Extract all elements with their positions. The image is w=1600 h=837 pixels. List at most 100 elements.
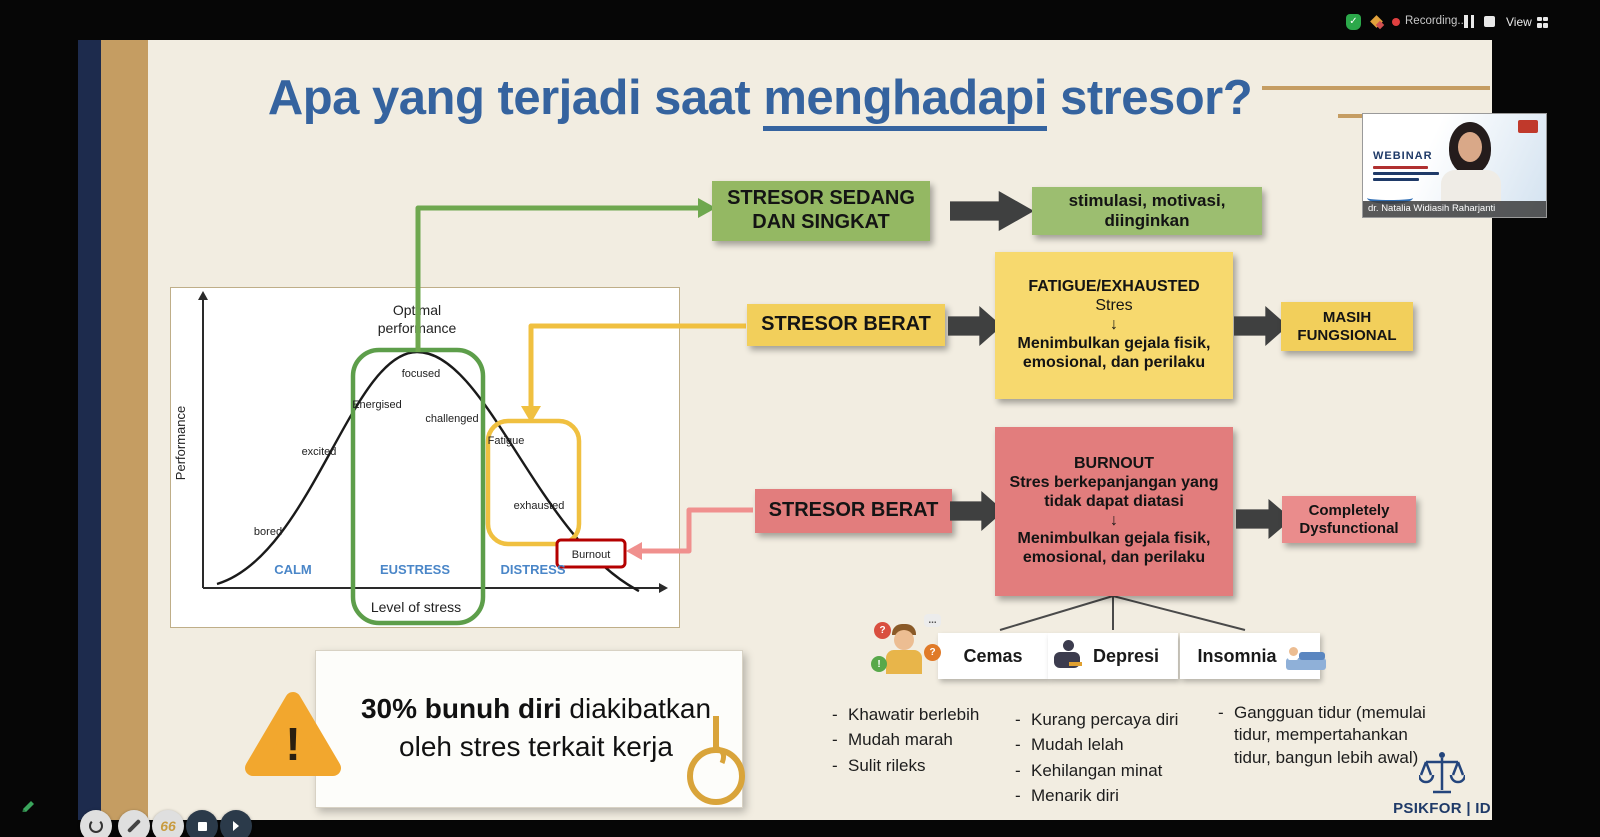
person-body [886,650,922,674]
list-item: -Sulit rileks [832,755,1000,777]
fatigue-title: FATIGUE/EXHAUSTED [1028,278,1200,296]
stresor-berat-red-box: STRESOR BERAT [755,489,952,533]
y-axis-arrowhead [198,291,208,300]
cemas-label: Cemas [963,645,1023,666]
burnout-highlight-rect [555,538,627,569]
point-text: Sulit rileks [848,755,926,775]
exclaim-bubble-icon: ! [871,656,887,672]
stop-recording-button[interactable] [1484,16,1495,27]
speaker-face [1458,132,1482,162]
down-arrow-icon: ↓ [1110,316,1118,334]
scales-of-justice-icon [1419,752,1465,794]
label-fatigue: Fatigue [488,435,525,447]
list-item: -Khawatir berlebih [832,704,1000,726]
question-bubble-icon: ? [874,622,891,639]
stress-performance-chart: Optimal performance bored excited Energi… [170,287,680,628]
scales-knob [1439,752,1445,758]
label-burnout: Burnout [572,549,611,561]
bed-base [1286,658,1326,670]
completely-dysfunctional-label: Completely Dysfunctional [1299,501,1399,537]
masih-fungsional-label: MASIH FUNGSIONAL [1297,308,1397,344]
slide-deco-line [1262,86,1490,90]
y-axis-label: Performance [173,406,188,480]
speaker-video-thumbnail[interactable]: WEBINAR dr. Natalia Widiasih Raharjanti [1362,113,1547,218]
bullet-dash: - [1015,786,1021,806]
pointer-tool-button[interactable] [220,810,252,837]
stamp-annotation-button[interactable]: 66 [152,810,184,837]
x-axis-arrowhead [659,583,668,593]
stresor-berat-yellow-label: STRESOR BERAT [761,313,931,336]
pause-recording-button[interactable] [1464,15,1476,28]
view-label: View [1506,15,1532,29]
burnout-title: BURNOUT [1074,454,1154,472]
warning-text: 30% bunuh diri diakibatkan oleh stres te… [350,690,722,766]
pencil-tip [22,809,26,812]
chart-title-line1: Optimal [393,302,441,318]
annotation-pencil-icon[interactable] [20,796,38,814]
anxious-person-icon: ? ... ? ! [866,612,948,684]
pencil-icon [126,818,142,834]
draw-annotation-button[interactable] [118,810,150,837]
webinar-badge: WEBINAR [1373,150,1433,162]
person-head [1289,647,1298,656]
webinar-text-bar [1373,178,1419,181]
point-text: Kehilangan minat [1031,760,1163,780]
speaker-body [1441,170,1501,204]
label-bored: bored [254,526,282,538]
list-item: -Mudah marah [832,729,1000,751]
slide-title: Apa yang terjadi saat menghadapi stresor… [150,70,1370,131]
warning-rest-text: diakibatkan [561,693,712,724]
undo-annotation-button[interactable] [80,810,112,837]
exclaim-glyph: ! [877,658,881,670]
zone-distress: DISTRESS [500,562,565,577]
recording-label: Recording... [1405,15,1468,27]
warning-triangle-icon: ! [245,692,341,776]
zone-calm: CALM [274,562,312,577]
question-bubble-icon: ? [924,644,941,661]
list-item: -Menarik diri [1015,785,1210,807]
stresor-sedang-label: STRESOR SEDANG DAN SINGKAT [727,187,915,233]
list-item: -Gangguan tidur (memulai tidur, memperta… [1218,702,1436,769]
burnout-body: Menimbulkan gejala fisik, emosional, dan… [1017,530,1211,567]
webinar-org-logo [1518,120,1538,133]
chart-svg: Optimal performance bored excited Energi… [173,291,668,626]
zone-eustress: EUSTRESS [380,562,450,577]
title-post: stresor? [1046,71,1253,125]
bullet-dash: - [1015,735,1021,755]
label-challenged: challenged [425,413,478,425]
webinar-text-bar [1373,172,1439,175]
list-item: -Kurang percaya diri [1015,709,1210,731]
sparkle-diamond-small [1375,20,1385,30]
point-text: Kurang percaya diri [1031,710,1179,729]
bullet-dash: - [1218,703,1224,722]
rope-loop [687,747,745,805]
exclamation-glyph: ! [285,718,300,770]
suicide-warning-card [315,650,743,808]
triangle-shape [245,692,341,776]
recording-dot-icon [1392,18,1400,26]
stresor-berat-red-label: STRESOR BERAT [768,499,939,522]
question-glyph: ? [879,625,886,636]
pencil-shape [23,801,34,812]
label-exhausted: exhausted [514,500,565,512]
view-button[interactable]: View [1506,13,1548,31]
cursor-icon [233,821,239,831]
point-text: Mudah marah [848,730,953,750]
stimulasi-box: stimulasi, motivasi, diinginkan [1032,187,1262,235]
warning-line2-text: oleh stres terkait kerja [399,730,673,762]
psikfor-label: PSIKFOR | ID [1393,800,1491,817]
label-excited: excited [302,446,337,458]
annotation-tool-button[interactable] [186,810,218,837]
grid-view-icon [1536,16,1548,28]
fatigue-sub: Stres [1095,297,1133,315]
point-text: Menarik diri [1031,786,1119,806]
speaker-name-label: dr. Natalia Widiasih Raharjanti [1363,201,1546,217]
bullet-dash: - [1015,710,1021,729]
down-arrow-icon: ↓ [1110,511,1118,529]
eustress-highlight-rect [350,347,486,626]
blanket [1299,652,1325,660]
laptop-accent [1069,662,1082,666]
sleepless-bed-icon [1286,646,1326,674]
meeting-topbar: ✓ Recording... View [0,0,1600,40]
dots-bubble-icon: ... [924,614,941,627]
